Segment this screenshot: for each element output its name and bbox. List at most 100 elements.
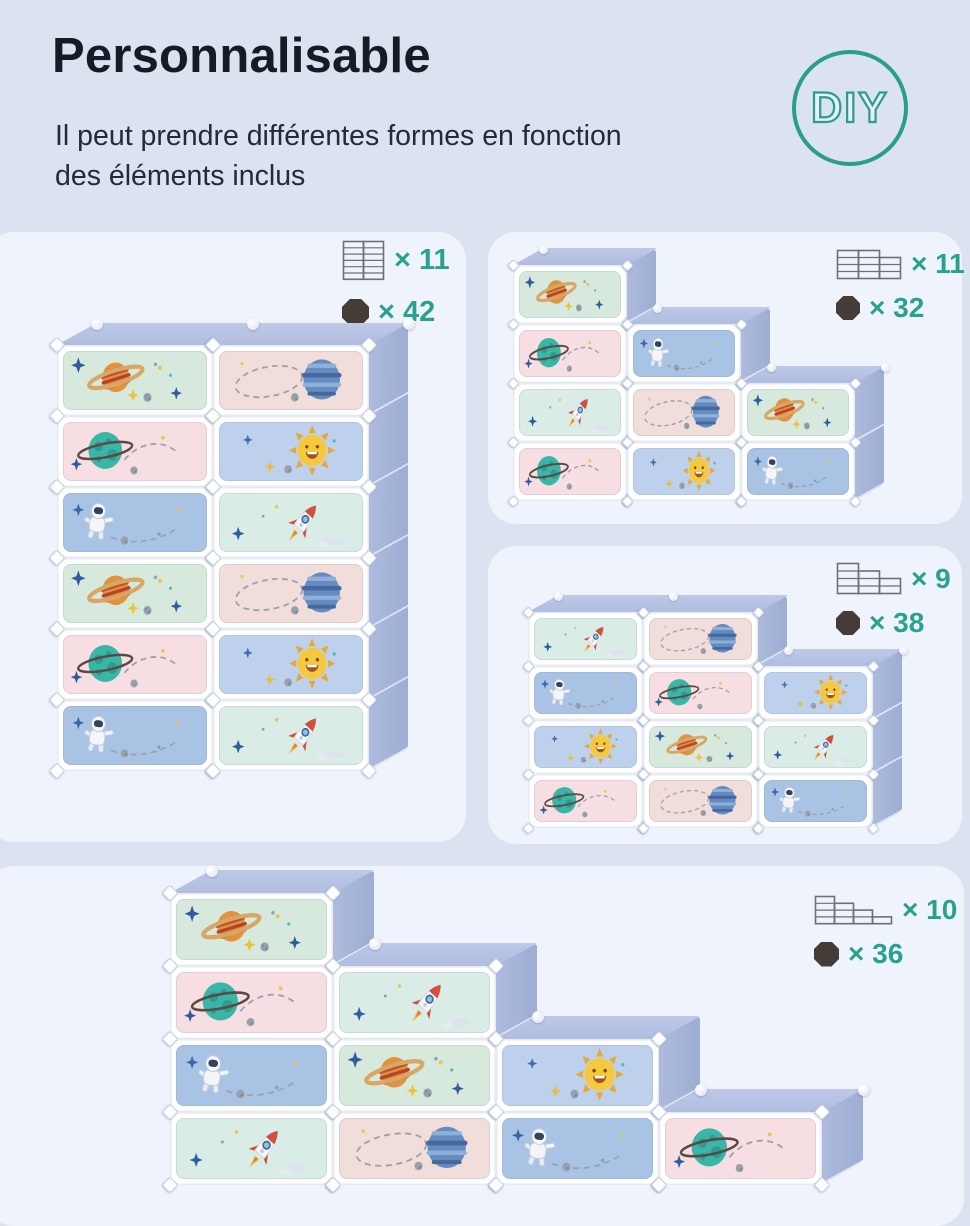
storage-cube bbox=[333, 1112, 496, 1185]
storage-cube bbox=[213, 558, 369, 629]
rocket-door bbox=[534, 618, 637, 660]
storage-cube bbox=[57, 487, 213, 558]
connector-ball bbox=[369, 938, 381, 950]
storage-cube bbox=[513, 383, 627, 442]
connector-count-row: × 36 bbox=[814, 938, 957, 970]
connector-ball bbox=[766, 362, 776, 372]
cabinet-column bbox=[620, 303, 772, 508]
cabinet-column bbox=[521, 591, 674, 835]
connector-ball bbox=[538, 244, 548, 254]
panel-count-label: × 11 bbox=[911, 248, 965, 279]
storage-cube bbox=[758, 666, 873, 720]
storage-cube bbox=[213, 629, 369, 700]
sun-door bbox=[633, 448, 735, 495]
cabinet-side-face bbox=[872, 649, 902, 828]
parts-counts: × 11 × 32 bbox=[836, 248, 965, 324]
storage-cube bbox=[528, 720, 643, 774]
panel-count-row: × 11 bbox=[836, 248, 965, 280]
storage-cube bbox=[213, 700, 369, 771]
panel-stack-icon bbox=[342, 240, 385, 281]
cabinet-column bbox=[161, 865, 375, 1194]
cabinet-column bbox=[324, 938, 538, 1194]
cabinet-column bbox=[751, 645, 908, 835]
connector-ball bbox=[403, 318, 415, 330]
saturn-door bbox=[519, 271, 621, 318]
panel-count-row: × 10 bbox=[814, 894, 957, 926]
astronaut-door bbox=[747, 448, 849, 495]
storage-cube bbox=[170, 893, 333, 966]
astronaut-door bbox=[633, 330, 735, 377]
cabinet-column bbox=[204, 318, 415, 780]
octagon-connector-icon bbox=[814, 941, 839, 967]
teal-planet-door bbox=[649, 672, 752, 714]
blue-planet-door bbox=[219, 564, 363, 623]
blue-planet-door bbox=[649, 618, 752, 660]
storage-cube bbox=[643, 612, 758, 666]
storage-cube bbox=[513, 324, 627, 383]
panel-stack-icon bbox=[836, 562, 902, 595]
sun-door bbox=[219, 635, 363, 694]
sun-door bbox=[502, 1045, 653, 1106]
teal-planet-door bbox=[519, 448, 621, 495]
page-subtitle: Il peut prendre différentes formes en fo… bbox=[55, 116, 622, 197]
rocket-door bbox=[219, 493, 363, 552]
saturn-door bbox=[747, 389, 849, 436]
connector-ball bbox=[668, 591, 678, 601]
cabinet-column bbox=[636, 591, 789, 835]
connector-count-row: × 32 bbox=[836, 292, 965, 324]
diy-badge: DIY bbox=[792, 50, 908, 166]
astronaut-door bbox=[502, 1118, 653, 1179]
config-panel-middle-right: × 9 × 38 bbox=[488, 546, 962, 844]
connector-ball bbox=[898, 645, 908, 655]
parts-counts: × 11 × 42 bbox=[342, 240, 450, 329]
connector-count-label: × 38 bbox=[869, 607, 925, 638]
rocket-door bbox=[519, 389, 621, 436]
panel-count-label: × 10 bbox=[902, 894, 958, 925]
config-panel-bottom: × 10 × 36 bbox=[0, 865, 964, 1226]
storage-cube bbox=[333, 1039, 496, 1112]
subtitle-line-2: des éléments inclus bbox=[55, 160, 306, 193]
storage-cube bbox=[170, 1112, 333, 1185]
teal-planet-door bbox=[519, 330, 621, 377]
storage-cube bbox=[741, 383, 855, 442]
storage-cube bbox=[513, 265, 627, 324]
panel-stack-icon bbox=[836, 249, 902, 280]
cabinet-side-face bbox=[368, 322, 408, 771]
storage-cube bbox=[741, 442, 855, 501]
storage-cube bbox=[627, 383, 741, 442]
storage-cube bbox=[627, 324, 741, 383]
storage-cube bbox=[57, 700, 213, 771]
storage-cube bbox=[213, 416, 369, 487]
parts-counts: × 9 × 38 bbox=[836, 562, 951, 639]
rocket-door bbox=[764, 726, 867, 768]
sun-door bbox=[219, 422, 363, 481]
config-panel-top-right: × 11 × 32 bbox=[488, 232, 965, 524]
rocket-door bbox=[176, 1118, 327, 1179]
storage-cube bbox=[513, 442, 627, 501]
connector-ball bbox=[880, 362, 890, 372]
connector-ball bbox=[652, 303, 662, 313]
teal-planet-door bbox=[176, 972, 327, 1033]
connector-count-label: × 32 bbox=[869, 292, 925, 323]
panel-count-label: × 11 bbox=[394, 243, 450, 276]
storage-cube bbox=[659, 1112, 822, 1185]
octagon-connector-icon bbox=[342, 298, 369, 326]
storage-cube bbox=[170, 966, 333, 1039]
storage-cube bbox=[528, 612, 643, 666]
sun-door bbox=[764, 672, 867, 714]
astronaut-door bbox=[764, 780, 867, 822]
teal-planet-door bbox=[63, 422, 207, 481]
parts-counts: × 10 × 36 bbox=[814, 894, 957, 970]
astronaut-door bbox=[63, 706, 207, 765]
storage-cube bbox=[643, 774, 758, 828]
connector-ball bbox=[206, 865, 218, 877]
storage-cube bbox=[57, 416, 213, 487]
astronaut-door bbox=[176, 1045, 327, 1106]
connector-ball bbox=[247, 318, 259, 330]
storage-cube bbox=[57, 629, 213, 700]
blue-planet-door bbox=[219, 351, 363, 410]
storage-cube bbox=[643, 666, 758, 720]
storage-cube bbox=[333, 966, 496, 1039]
teal-planet-door bbox=[63, 635, 207, 694]
connector-ball bbox=[783, 645, 793, 655]
